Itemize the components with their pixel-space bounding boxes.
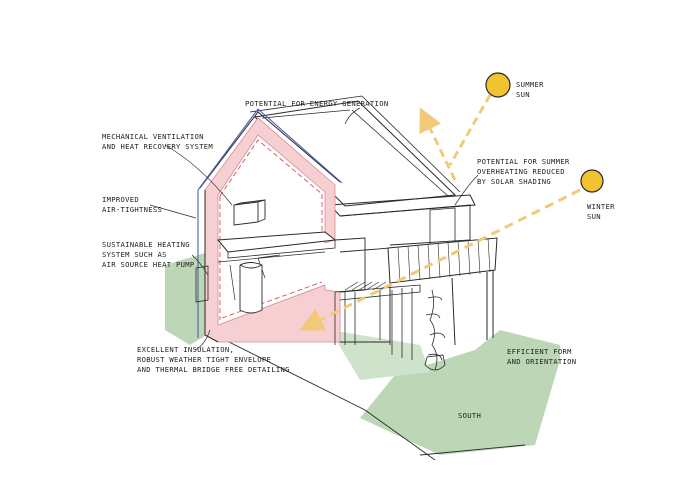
label-winter-sun: WINTER SUN	[587, 202, 615, 221]
ground-left	[165, 250, 215, 345]
inner-dashed-line	[219, 139, 323, 320]
leader-energy	[344, 107, 361, 125]
insulation-envelope	[204, 117, 341, 343]
label-energy-generation: POTENTIAL FOR ENERGY GENERATION	[245, 99, 389, 108]
leader-shading	[454, 174, 479, 206]
leader-airtightness	[149, 204, 197, 219]
plant-pot	[424, 354, 446, 371]
first-floor-slab	[216, 231, 337, 253]
label-summer-sun: SUMMER SUN	[516, 80, 544, 99]
winter-sun-icon	[580, 169, 604, 193]
insulation-edge	[199, 111, 341, 343]
leader-insulation	[194, 329, 211, 351]
outdoor-unit	[195, 265, 209, 303]
heat-pump-tank	[239, 262, 263, 314]
label-insulation: EXCELLENT INSULATION, ROBUST WEATHER TIG…	[137, 345, 290, 374]
ground-front	[360, 330, 560, 455]
label-south: SOUTH	[458, 411, 482, 420]
airtightness-line	[197, 108, 343, 338]
winter-sun-ray	[299, 188, 581, 331]
ground-floor-dashed	[221, 281, 323, 319]
interior-room-lines	[217, 251, 326, 301]
balcony-posts	[451, 270, 494, 346]
ground-line	[214, 334, 526, 461]
label-solar-shading: POTENTIAL FOR SUMMER OVERHEATING REDUCED…	[477, 157, 570, 186]
right-block	[334, 237, 391, 343]
mvhr-unit	[233, 199, 266, 226]
leader-heating	[191, 254, 209, 276]
label-mechanical-ventilation: MECHANICAL VENTILATION AND HEAT RECOVERY…	[102, 132, 214, 151]
label-efficient-form: EFFICIENT FORM AND ORIENTATION	[507, 347, 577, 366]
label-sustainable-heating: SUSTAINABLE HEATING SYSTEM SUCH AS AIR S…	[102, 240, 195, 269]
climbing-plant	[425, 289, 446, 371]
ground-floor-frame	[334, 284, 421, 360]
first-floor-back	[227, 240, 336, 259]
label-airtightness: IMPROVED AIR-TIGHTNESS	[102, 195, 163, 214]
roof-eave	[328, 194, 476, 217]
energy-arrow	[419, 107, 457, 181]
summer-sun-ray	[448, 94, 492, 166]
leader-ventilation	[164, 144, 233, 206]
pergola	[344, 281, 394, 291]
summer-sun-icon	[485, 72, 511, 98]
roof-ridge	[249, 95, 461, 197]
